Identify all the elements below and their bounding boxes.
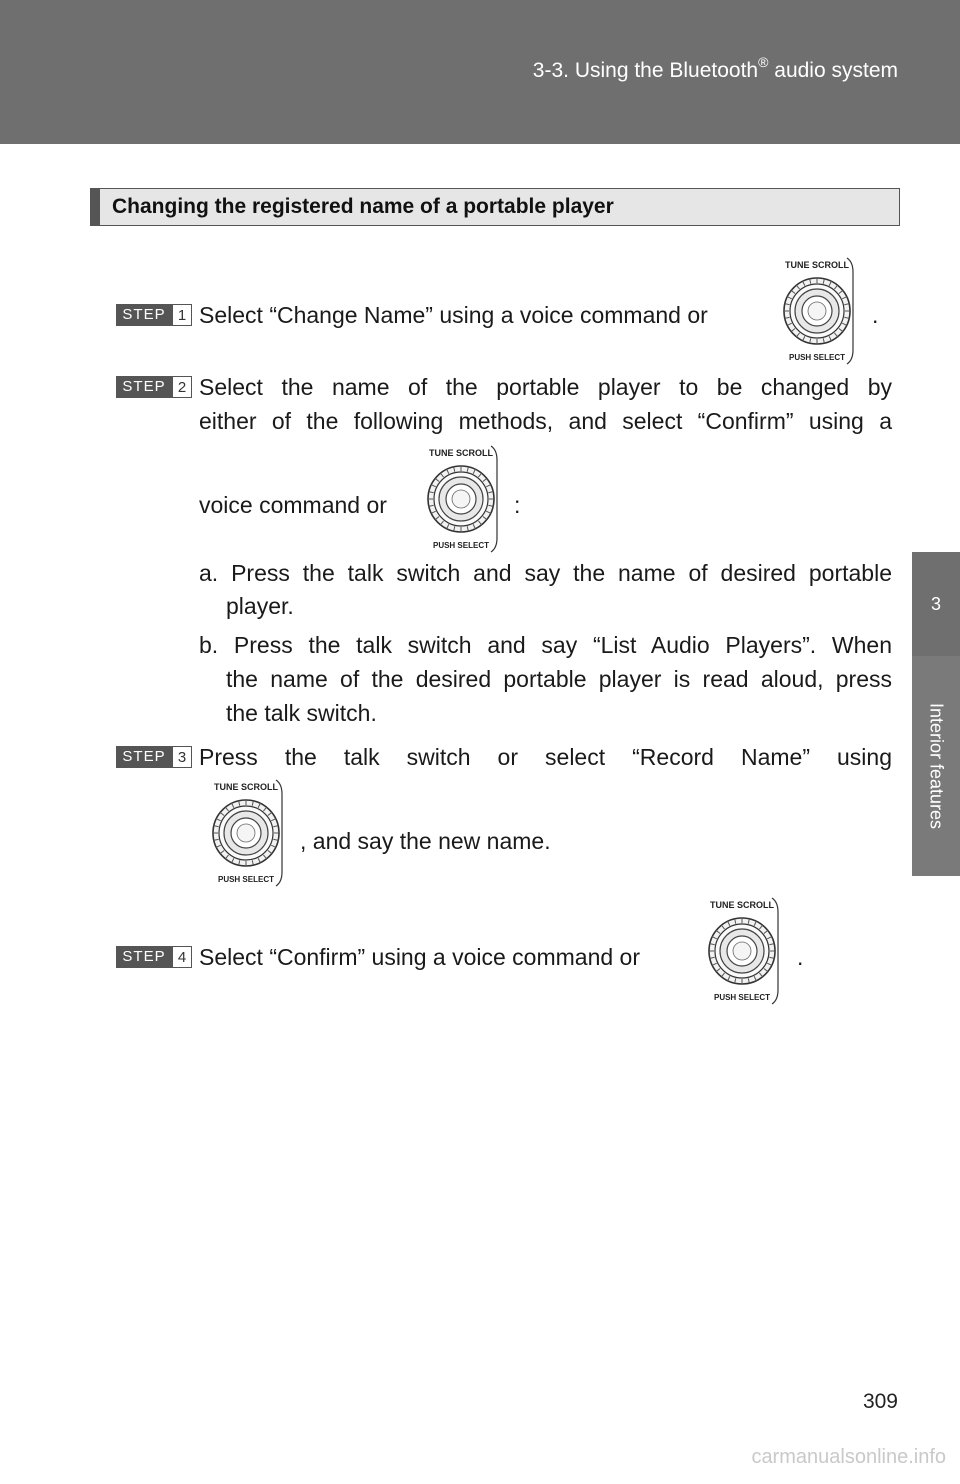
- svg-text:PUSH SELECT: PUSH SELECT: [714, 993, 770, 1002]
- watermark: carmanualsonline.info: [751, 1446, 946, 1468]
- svg-text:PUSH SELECT: PUSH SELECT: [218, 875, 274, 884]
- svg-text:PUSH SELECT: PUSH SELECT: [433, 541, 489, 550]
- svg-text:TUNE SCROLL: TUNE SCROLL: [429, 448, 494, 458]
- step-4-period: .: [797, 944, 804, 970]
- page-header: 3-3. Using the Bluetooth® audio system: [0, 0, 960, 144]
- method-a-line-2: player.: [226, 593, 294, 619]
- svg-text:TUNE SCROLL: TUNE SCROLL: [710, 900, 775, 910]
- chapter-band: [912, 656, 960, 876]
- method-a-line-1: a. Press the talk switch and say the nam…: [199, 560, 892, 586]
- tune-scroll-knob-icon: TUNE SCROLL PUSH SELECT: [781, 256, 861, 366]
- step-2-line-2: either of the following methods, and sel…: [199, 408, 892, 434]
- chapter-tab: 3: [912, 552, 960, 656]
- method-b-line-3: the talk switch.: [226, 700, 377, 726]
- tune-scroll-knob-icon: TUNE SCROLL PUSH SELECT: [210, 778, 290, 888]
- tune-scroll-knob-icon: TUNE SCROLL PUSH SELECT: [425, 444, 505, 554]
- step-1-text: Select “Change Name” using a voice comma…: [199, 302, 708, 328]
- step-2-line-1: Select the name of the portable player t…: [199, 374, 892, 400]
- chapter-label: Interior features: [926, 702, 947, 830]
- svg-text:TUNE SCROLL: TUNE SCROLL: [785, 260, 850, 270]
- step-4-text: Select “Confirm” using a voice command o…: [199, 944, 640, 970]
- section-title: Changing the registered name of a portab…: [112, 195, 614, 218]
- tune-scroll-knob-icon: TUNE SCROLL PUSH SELECT: [706, 896, 786, 1006]
- step-2-line-3: voice command or: [199, 492, 387, 518]
- svg-text:PUSH SELECT: PUSH SELECT: [789, 353, 845, 362]
- step-3-line-2: , and say the new name.: [300, 828, 551, 854]
- step-2-colon: :: [514, 492, 521, 518]
- header-title: 3-3. Using the Bluetooth® audio system: [532, 54, 898, 82]
- method-b-line-2: the name of the desired portable player …: [226, 666, 892, 692]
- method-b-line-1: b. Press the talk switch and say “List A…: [199, 632, 892, 658]
- page-number: 309: [862, 1390, 898, 1413]
- svg-text:TUNE SCROLL: TUNE SCROLL: [214, 782, 279, 792]
- section-heading: Changing the registered name of a portab…: [90, 188, 900, 226]
- step-3-line-1: Press the talk switch or select “Record …: [199, 744, 892, 770]
- step-1-period: .: [872, 302, 879, 328]
